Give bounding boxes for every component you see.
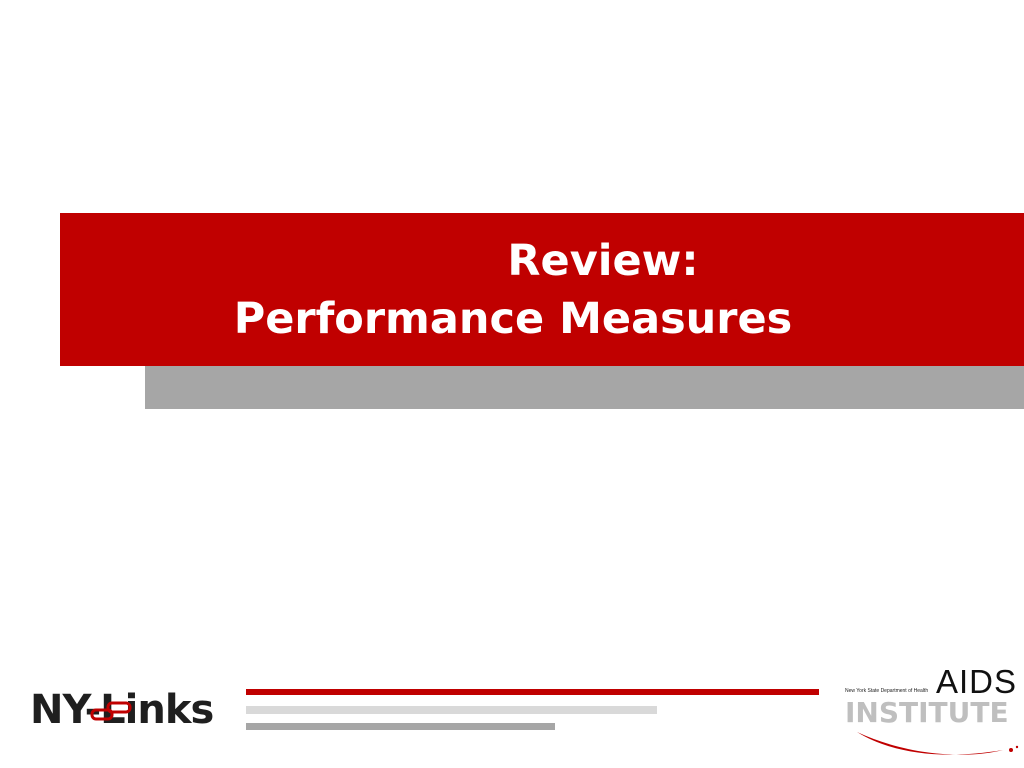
slide-title-line-1: Review:	[507, 235, 699, 286]
footer-rule-gray	[246, 723, 555, 730]
aids-logo-department: New York State Department of Health	[845, 688, 929, 694]
aids-logo-institute: INSTITUTE	[845, 696, 1009, 729]
slide-title-line-2: Performance Measures	[233, 293, 793, 344]
title-band: Review: Performance Measures	[60, 213, 1024, 366]
title-shadow-bar	[145, 366, 1024, 409]
chain-link-icon	[90, 701, 132, 721]
aids-institute-logo: AIDS New York State Department of Health…	[843, 664, 1021, 764]
red-swoosh-icon	[857, 732, 1019, 755]
ny-links-logo: NY-Links	[30, 684, 230, 736]
footer-rule-light	[246, 706, 657, 714]
ny-links-logo-text: NY-Links	[30, 687, 214, 733]
aids-logo-word: AIDS	[935, 663, 1017, 700]
footer-rule-red	[246, 689, 819, 695]
